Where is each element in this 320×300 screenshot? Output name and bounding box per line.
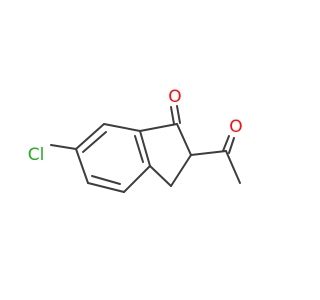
- molecule-structure-diagram: O O Cl: [28, 87, 243, 193]
- bond-acetyl-methyl: [225, 150, 241, 184]
- bond-ring-c1-c2: [75, 123, 105, 150]
- bond-ketone-double-a: [170, 106, 175, 125]
- bond-ring-c7a-c1: [103, 123, 141, 132]
- bond-ring-c3a-c7a: [139, 130, 151, 167]
- atom-chlorine: Cl: [28, 145, 45, 165]
- bond-ring-c4-c3a: [123, 165, 151, 193]
- bond-ch-acetyl-carbon: [190, 150, 227, 156]
- bond-ch-ch2: [170, 154, 192, 187]
- bond-ring-c3-c4: [87, 182, 125, 193]
- bond-ring-chlorine: [50, 144, 77, 150]
- atom-oxygen-ketone: O: [168, 87, 181, 107]
- atom-oxygen-acetyl: O: [229, 117, 242, 137]
- bond-ketone-double-b: [176, 105, 181, 124]
- bond-ring-c3a-c7a-inner: [134, 135, 144, 163]
- bond-ring-c2-c3: [75, 148, 89, 184]
- bond-carbonyl-ch: [176, 123, 192, 156]
- bond-acetyl-double-b: [228, 137, 235, 154]
- bond-acetyl-double-a: [222, 135, 230, 152]
- bond-ring-c3-c4-inner: [91, 175, 121, 185]
- bond-c7a-carbonyl: [139, 123, 178, 132]
- bond-ring-c1-c2-inner: [82, 131, 107, 153]
- bond-ch2-c3a: [149, 165, 172, 187]
